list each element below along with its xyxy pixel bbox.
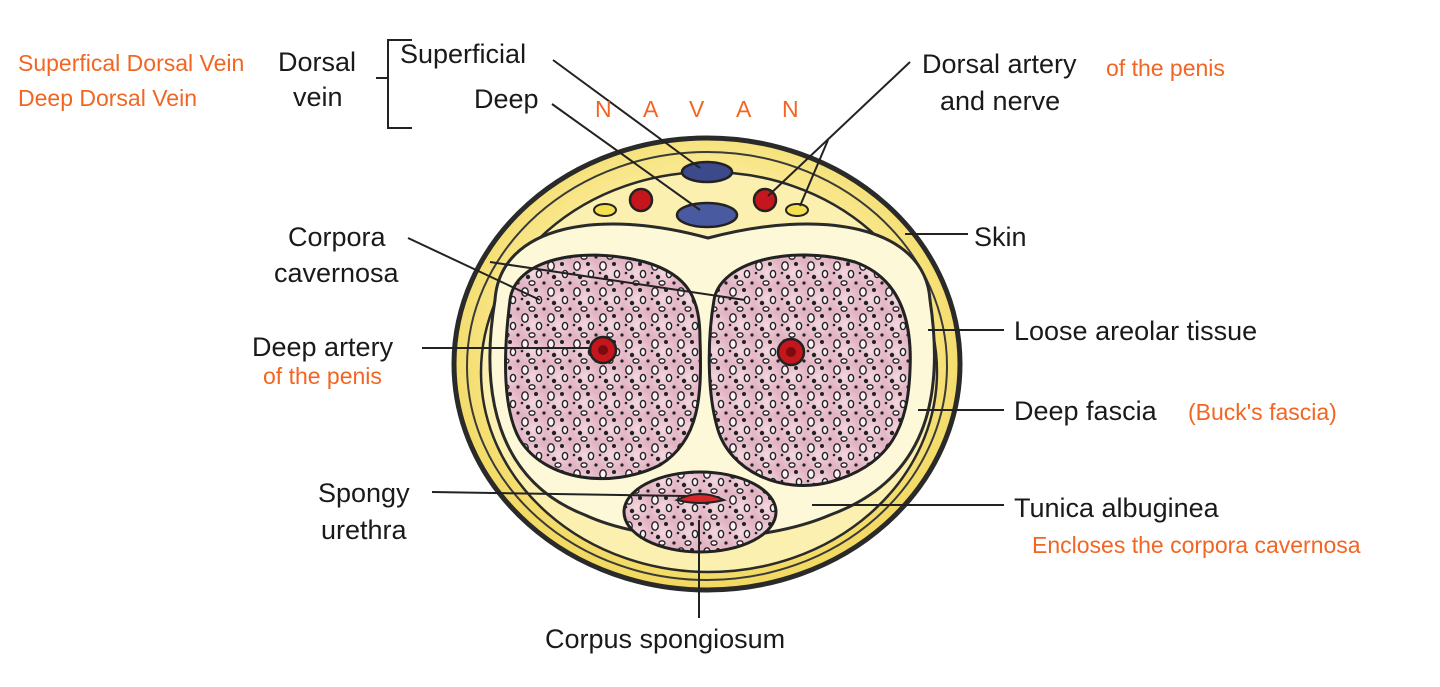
dorsal-vein-bracket — [387, 39, 412, 129]
dorsal-artery-left — [628, 187, 654, 213]
label-skin: Skin — [974, 222, 1027, 252]
annotation-of-the-penis-deep: of the penis — [263, 363, 382, 389]
deep-artery-left-lumen — [598, 345, 608, 355]
label-corpora-2: cavernosa — [274, 258, 400, 288]
spongy-urethra — [674, 493, 727, 504]
leader-dorsal-artery-1 — [767, 61, 911, 197]
label-dorsal-vein-1: Dorsal — [278, 47, 356, 77]
deep-artery-right-lumen — [786, 347, 796, 357]
dorsal-nerve-right — [785, 203, 809, 217]
annotation-of-the-penis-top: of the penis — [1106, 55, 1225, 81]
corpus-cavernosum-right — [707, 253, 912, 487]
label-spongy-2: urethra — [321, 515, 408, 545]
corpus-cavernosum-left — [504, 253, 703, 481]
superficial-dorsal-vein — [680, 160, 734, 184]
annotation-superficial-dorsal-vein: Superfical Dorsal Vein — [18, 50, 244, 76]
label-corpora-1: Corpora — [288, 222, 387, 252]
leader-dorsal-artery-2 — [799, 139, 829, 207]
leader-corpora-1 — [407, 237, 541, 301]
label-dorsal-artery-2: and nerve — [940, 86, 1060, 116]
label-dorsal-artery-1: Dorsal artery — [922, 49, 1077, 79]
leader-superficial — [552, 59, 701, 169]
annotation-bucks-fascia: (Buck's fascia) — [1188, 399, 1337, 425]
label-corpus-spongiosum: Corpus spongiosum — [545, 624, 785, 654]
annotation-navan-3: V — [689, 96, 705, 122]
label-tunica: Tunica albuginea — [1014, 493, 1220, 523]
annotation-navan-5: N — [782, 96, 799, 122]
annotation-navan-2: A — [643, 96, 659, 122]
leader-corpora-2 — [489, 261, 746, 301]
leader-deep — [551, 103, 701, 211]
annotation-navan-4: A — [736, 96, 752, 122]
label-superficial: Superficial — [400, 39, 526, 69]
label-deep: Deep — [474, 84, 539, 114]
label-spongy-1: Spongy — [318, 478, 410, 508]
annotation-deep-dorsal-vein: Deep Dorsal Vein — [18, 85, 197, 111]
annotation-navan-1: N — [595, 96, 612, 122]
deep-dorsal-vein — [675, 201, 739, 229]
label-deep-artery: Deep artery — [252, 332, 394, 362]
label-loose-areolar: Loose areolar tissue — [1014, 316, 1257, 346]
label-dorsal-vein-2: vein — [293, 82, 343, 112]
dorsal-nerve-left — [593, 203, 617, 217]
leader-spongy-urethra — [431, 491, 687, 497]
skin-inner-line — [466, 151, 948, 581]
annotation-encloses: Encloses the corpora cavernosa — [1032, 532, 1361, 558]
label-deep-fascia: Deep fascia — [1014, 396, 1158, 426]
